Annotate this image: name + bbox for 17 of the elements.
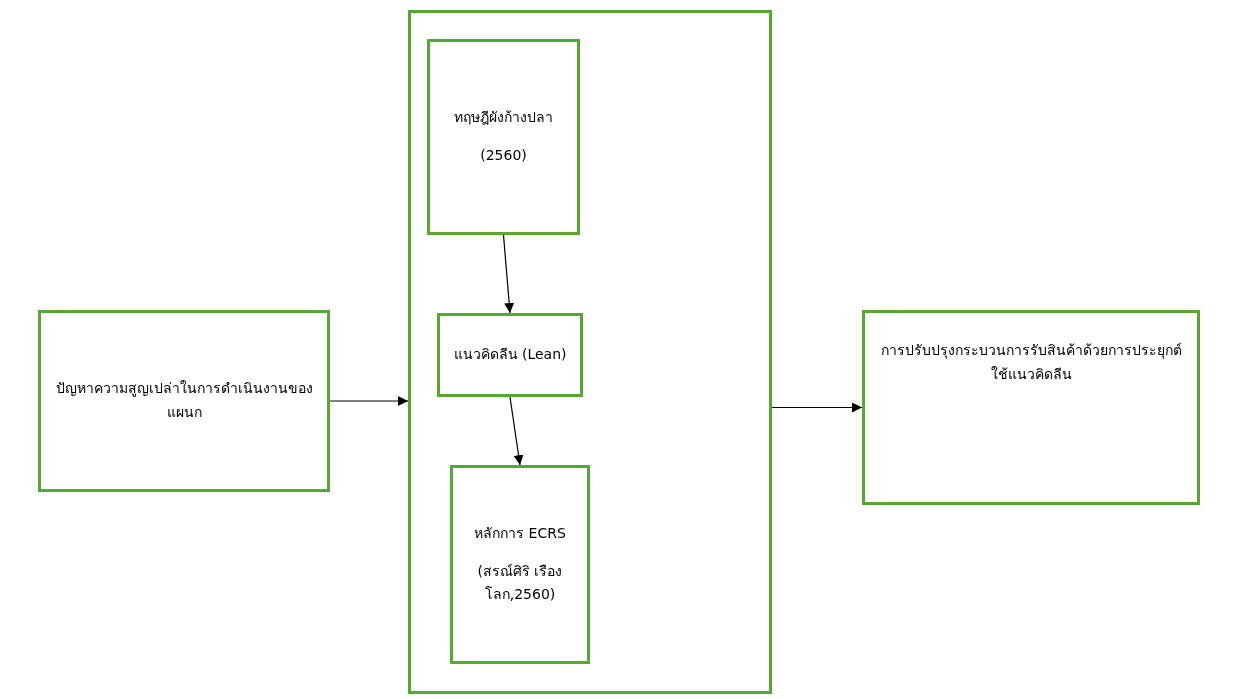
arrow [771,402,863,413]
process-box [427,39,580,235]
arrow [329,396,409,406]
process-box [38,310,330,492]
process-box [437,313,583,397]
process-box [862,310,1200,505]
box-text: ปัญหาความสูญเปล่าในการดำเนินงานของแผนก [54,379,314,422]
arrow [502,234,515,314]
box-text: แนวคิดลีน (Lean) [453,345,567,365]
box-text: การปรับปรุงกระบวนการรับสินค้าด้วยการประยุกต์ใช้แนวคิดลีน [879,341,1183,384]
box-text: (2560) [480,146,527,165]
box-text: หลักการ ECRS [474,523,566,543]
box-text: ทฤษฎีผังก้างปลา [454,108,553,128]
group-frame [408,10,772,694]
box-text: (สรณ์ศิริ เรืองโลก,2560) [476,561,564,605]
process-box [450,465,590,664]
arrow [509,396,524,466]
